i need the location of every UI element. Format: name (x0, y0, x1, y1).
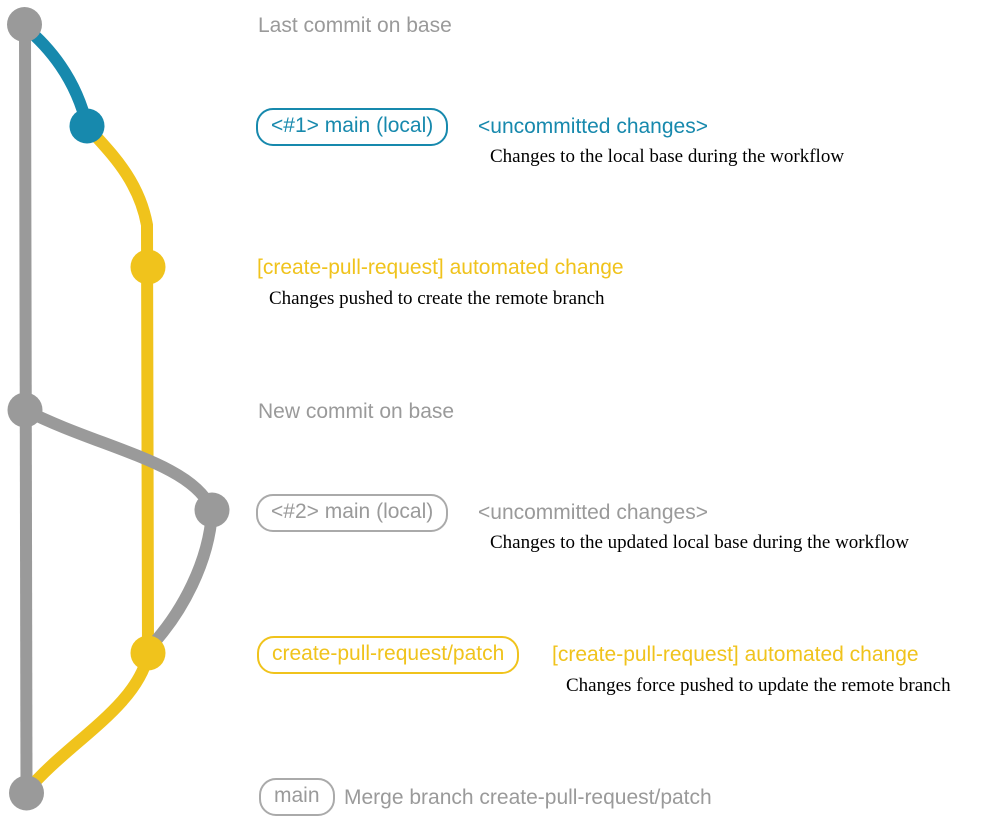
commit-dot-uncommitted-2 (194, 492, 230, 528)
commit-dot-new-base (7, 392, 43, 428)
local-uncommitted-curve-2-out (19, 404, 217, 514)
commit-title-automated-change-2: [create-pull-request] automated change (552, 643, 919, 666)
branch-badge-main-local-2: <#2> main (local) (256, 494, 449, 532)
branch-badge-main-local-1: <#1> main (local) (256, 108, 449, 146)
commit-title-automated-change-1: [create-pull-request] automated change (257, 256, 624, 279)
local-uncommitted-curve-2-in (146, 506, 218, 651)
commit-dot-last-base (7, 7, 42, 42)
create-pull-request-branch-line (81, 120, 154, 659)
commit-title-uncommitted-2: <uncommitted changes> (478, 501, 708, 524)
commit-dot-automated-change-2 (130, 635, 166, 671)
commit-title-uncommitted-1: <uncommitted changes> (478, 115, 708, 138)
milestone-new-commit-on-base: New commit on base (258, 400, 455, 423)
commit-dot-merge (9, 775, 44, 811)
commit-title-merge: Merge branch create-pull-request/patch (344, 786, 712, 809)
commit-description-uncommitted-1: Changes to the local base during the wor… (490, 146, 845, 167)
commit-dot-uncommitted-1 (69, 108, 105, 144)
commit-description-automated-change-1: Changes pushed to create the remote bran… (269, 288, 605, 309)
commit-description-uncommitted-2: Changes to the updated local base during… (490, 532, 909, 553)
milestone-last-commit-on-base: Last commit on base (258, 14, 452, 37)
commit-description-automated-change-2: Changes force pushed to update the remot… (566, 675, 951, 696)
merge-curve (21, 649, 154, 797)
branch-badge-create-pull-request-patch: create-pull-request/patch (257, 636, 520, 674)
local-uncommitted-curve-1 (19, 21, 93, 132)
commit-dot-automated-change-1 (130, 249, 166, 285)
branch-badge-main: main (259, 778, 335, 816)
